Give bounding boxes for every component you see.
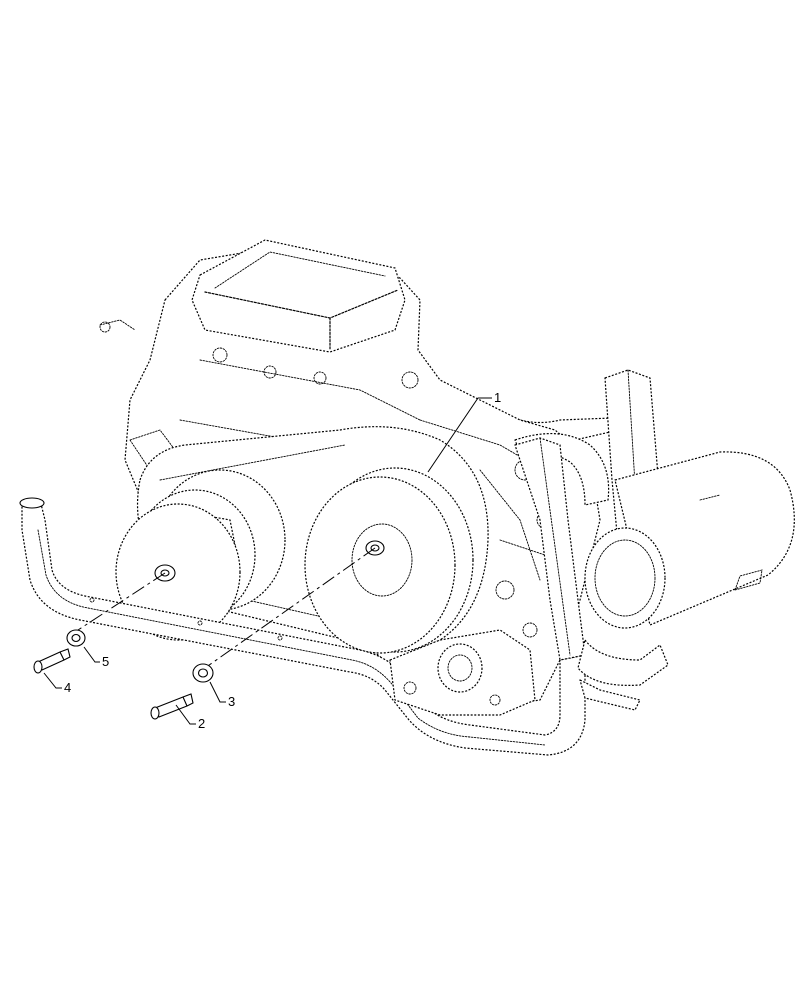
callout-label-1: 1 [494, 390, 501, 405]
leader-5 [83, 646, 100, 663]
drive-clutch-axis [74, 572, 166, 633]
gearbox [389, 629, 536, 716]
washer-3 [192, 663, 214, 683]
leader-4 [43, 672, 62, 689]
front-frame-tube [19, 497, 586, 756]
centre-axis-lines [74, 547, 376, 669]
bolt-4 [33, 648, 71, 674]
muffler [584, 451, 795, 629]
lower-hose [577, 639, 669, 711]
front-right-upright [514, 437, 586, 661]
callout-leaders [43, 397, 492, 725]
callout-label-2: 2 [198, 716, 205, 731]
driven-clutch [304, 467, 474, 654]
driven-clutch-axis [204, 547, 376, 669]
callout-label-4: 4 [64, 680, 71, 695]
leader-3 [209, 681, 226, 703]
bolt-2 [150, 693, 194, 720]
washer-5 [66, 629, 86, 647]
callout-label-5: 5 [102, 654, 109, 669]
air-cleaner-cover [191, 239, 406, 353]
leader-2 [175, 704, 196, 725]
callout-label-3: 3 [228, 694, 235, 709]
leader-1 [427, 397, 492, 473]
